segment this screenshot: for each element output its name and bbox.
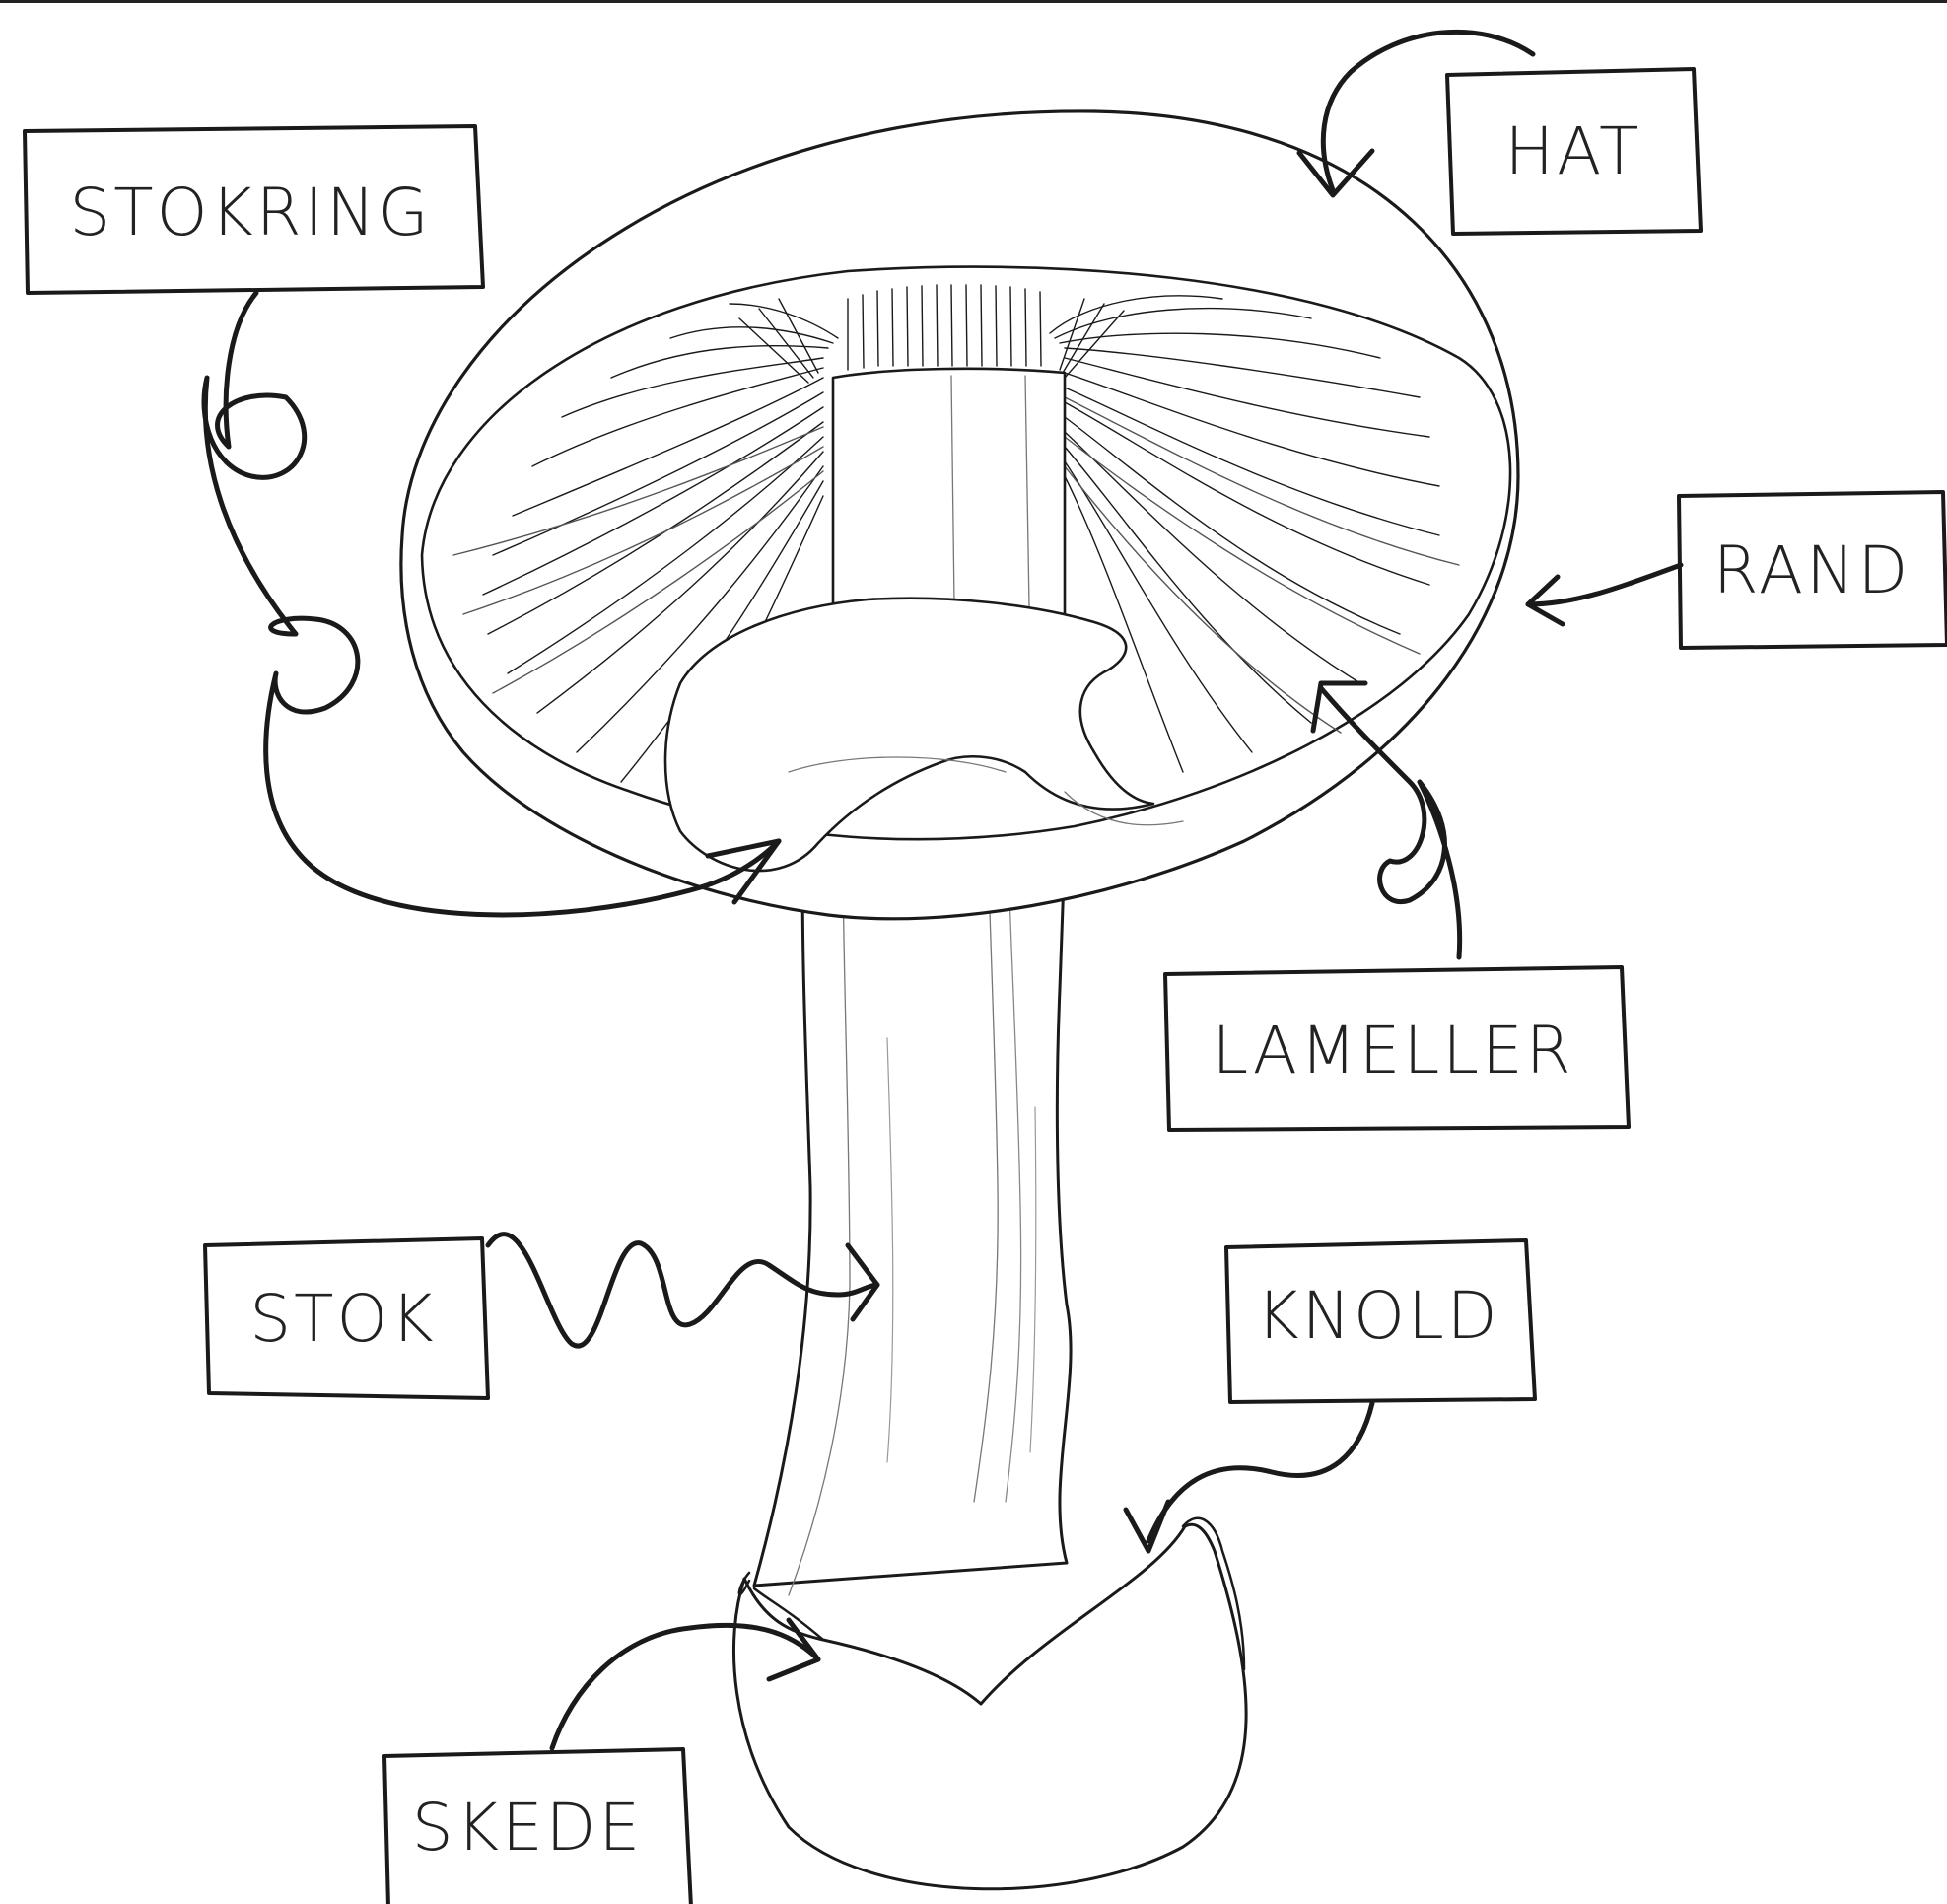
- label-box-skede: SKEDE: [384, 1749, 691, 1904]
- label-knold: KNOLD: [1256, 1278, 1499, 1354]
- cap-illustration: [401, 111, 1518, 919]
- label-rand: RAND: [1713, 532, 1912, 608]
- label-box-hat: HAT: [1447, 69, 1701, 234]
- label-lameller: LAMELLER: [1212, 1013, 1573, 1089]
- label-stok: STOK: [249, 1281, 436, 1357]
- label-skede: SKEDE: [412, 1790, 643, 1866]
- arrow-rand: [1528, 565, 1681, 624]
- label-box-stok: STOK: [205, 1238, 488, 1398]
- label-stokring: STOKRING: [69, 175, 431, 250]
- label-box-lameller: LAMELLER: [1165, 967, 1629, 1130]
- arrow-knold: [1126, 1403, 1372, 1551]
- label-box-stokring: STOKRING: [25, 126, 483, 293]
- label-box-knold: KNOLD: [1226, 1240, 1535, 1402]
- label-hat: HAT: [1505, 113, 1642, 189]
- label-box-rand: RAND: [1679, 492, 1947, 648]
